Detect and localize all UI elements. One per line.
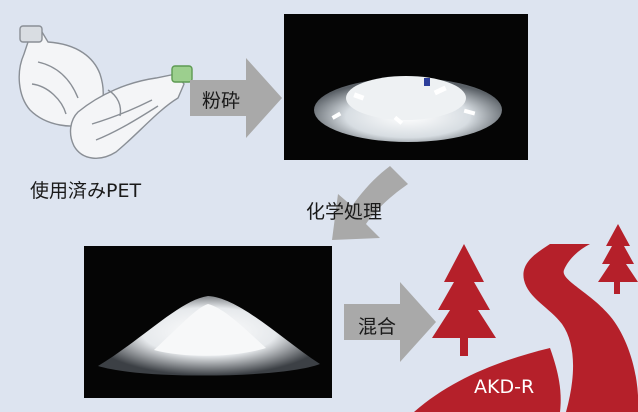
chemical-treatment-arrow [318, 158, 410, 244]
crush-label: 粉砕 [202, 90, 241, 112]
mix-arrow [344, 282, 436, 362]
crushed-flakes-photo [284, 14, 528, 160]
pet-bottles-illustration [8, 14, 198, 164]
tree-right-icon [598, 224, 638, 294]
pet-bottles-label: 使用済みPET [30, 180, 142, 202]
tree-left-icon [432, 244, 496, 356]
road-illustration [400, 180, 638, 412]
mix-label: 混合 [358, 316, 397, 338]
product-label: AKD-R [474, 376, 535, 398]
powder-photo [84, 246, 332, 398]
chemical-treatment-label: 化学処理 [306, 201, 383, 223]
crush-arrow [190, 58, 282, 138]
